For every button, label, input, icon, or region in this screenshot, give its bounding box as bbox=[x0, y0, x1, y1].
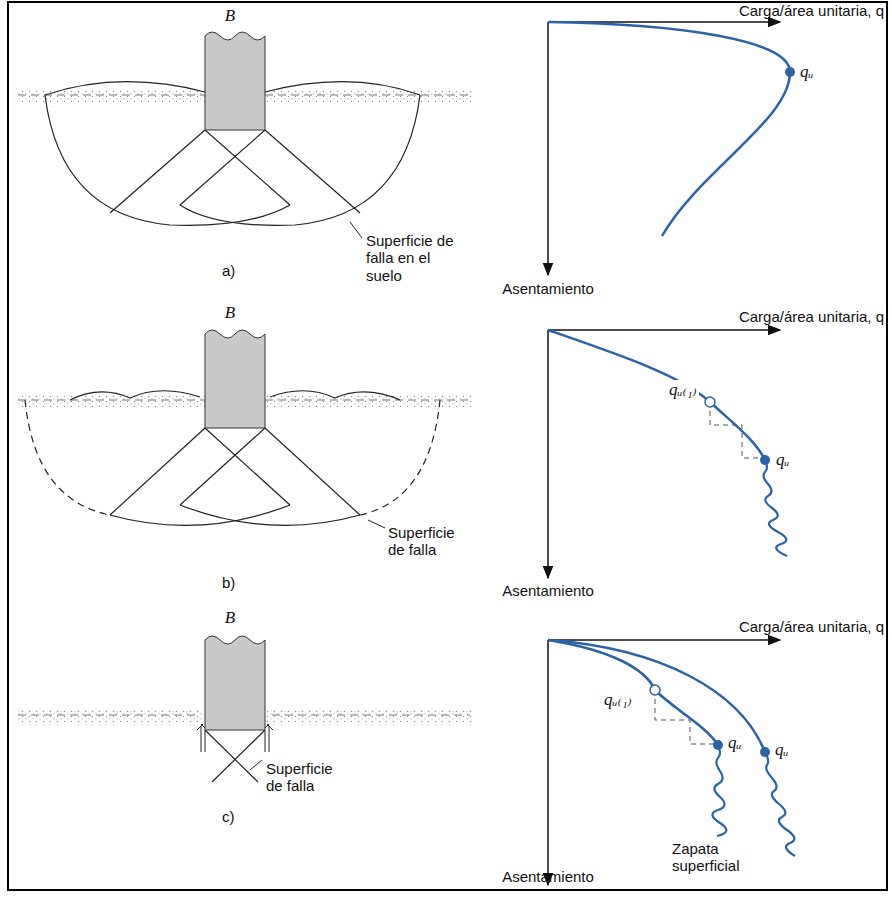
dimension-label: B bbox=[225, 608, 235, 628]
curve-point-label: qᵤ₍₁₎ bbox=[602, 690, 634, 710]
axis-title: Asentamiento bbox=[502, 582, 594, 599]
leader-label: Superficie de falla bbox=[388, 524, 468, 559]
punching-shear-sketch bbox=[18, 636, 473, 782]
axis-title: Carga/área unitaria, q bbox=[739, 308, 884, 325]
local-shear-curve bbox=[548, 330, 787, 578]
axis-title: Asentamiento bbox=[502, 868, 594, 885]
leader-label: Superficie de falla bbox=[266, 760, 346, 795]
dimension-label: B bbox=[225, 6, 235, 26]
leader-label: Zapata superficial bbox=[672, 840, 752, 875]
axis-title: Asentamiento bbox=[502, 280, 594, 297]
curve-point-label: qᵤ bbox=[800, 62, 813, 82]
local-shear-sketch bbox=[18, 330, 473, 528]
general-shear-curve bbox=[548, 22, 795, 275]
leader-label: Superficie de falla en el suelo bbox=[366, 232, 470, 284]
panel-letter: c) bbox=[222, 808, 235, 825]
punching-shear-curves bbox=[548, 640, 795, 885]
axis-title: Carga/área unitaria, q bbox=[739, 618, 884, 635]
curve-point-label: qᵤ₍₁₎ bbox=[667, 380, 699, 400]
axis-title: Carga/área unitaria, q bbox=[739, 2, 884, 19]
general-shear-sketch bbox=[18, 32, 473, 238]
dimension-label: B bbox=[225, 303, 235, 323]
panel-letter: a) bbox=[222, 262, 235, 279]
curve-point-label: qᵤ bbox=[728, 733, 741, 753]
curve-point-label: qᵤ bbox=[775, 740, 788, 760]
curve-point-label: qᵤ bbox=[776, 450, 789, 470]
panel-letter: b) bbox=[222, 574, 235, 591]
